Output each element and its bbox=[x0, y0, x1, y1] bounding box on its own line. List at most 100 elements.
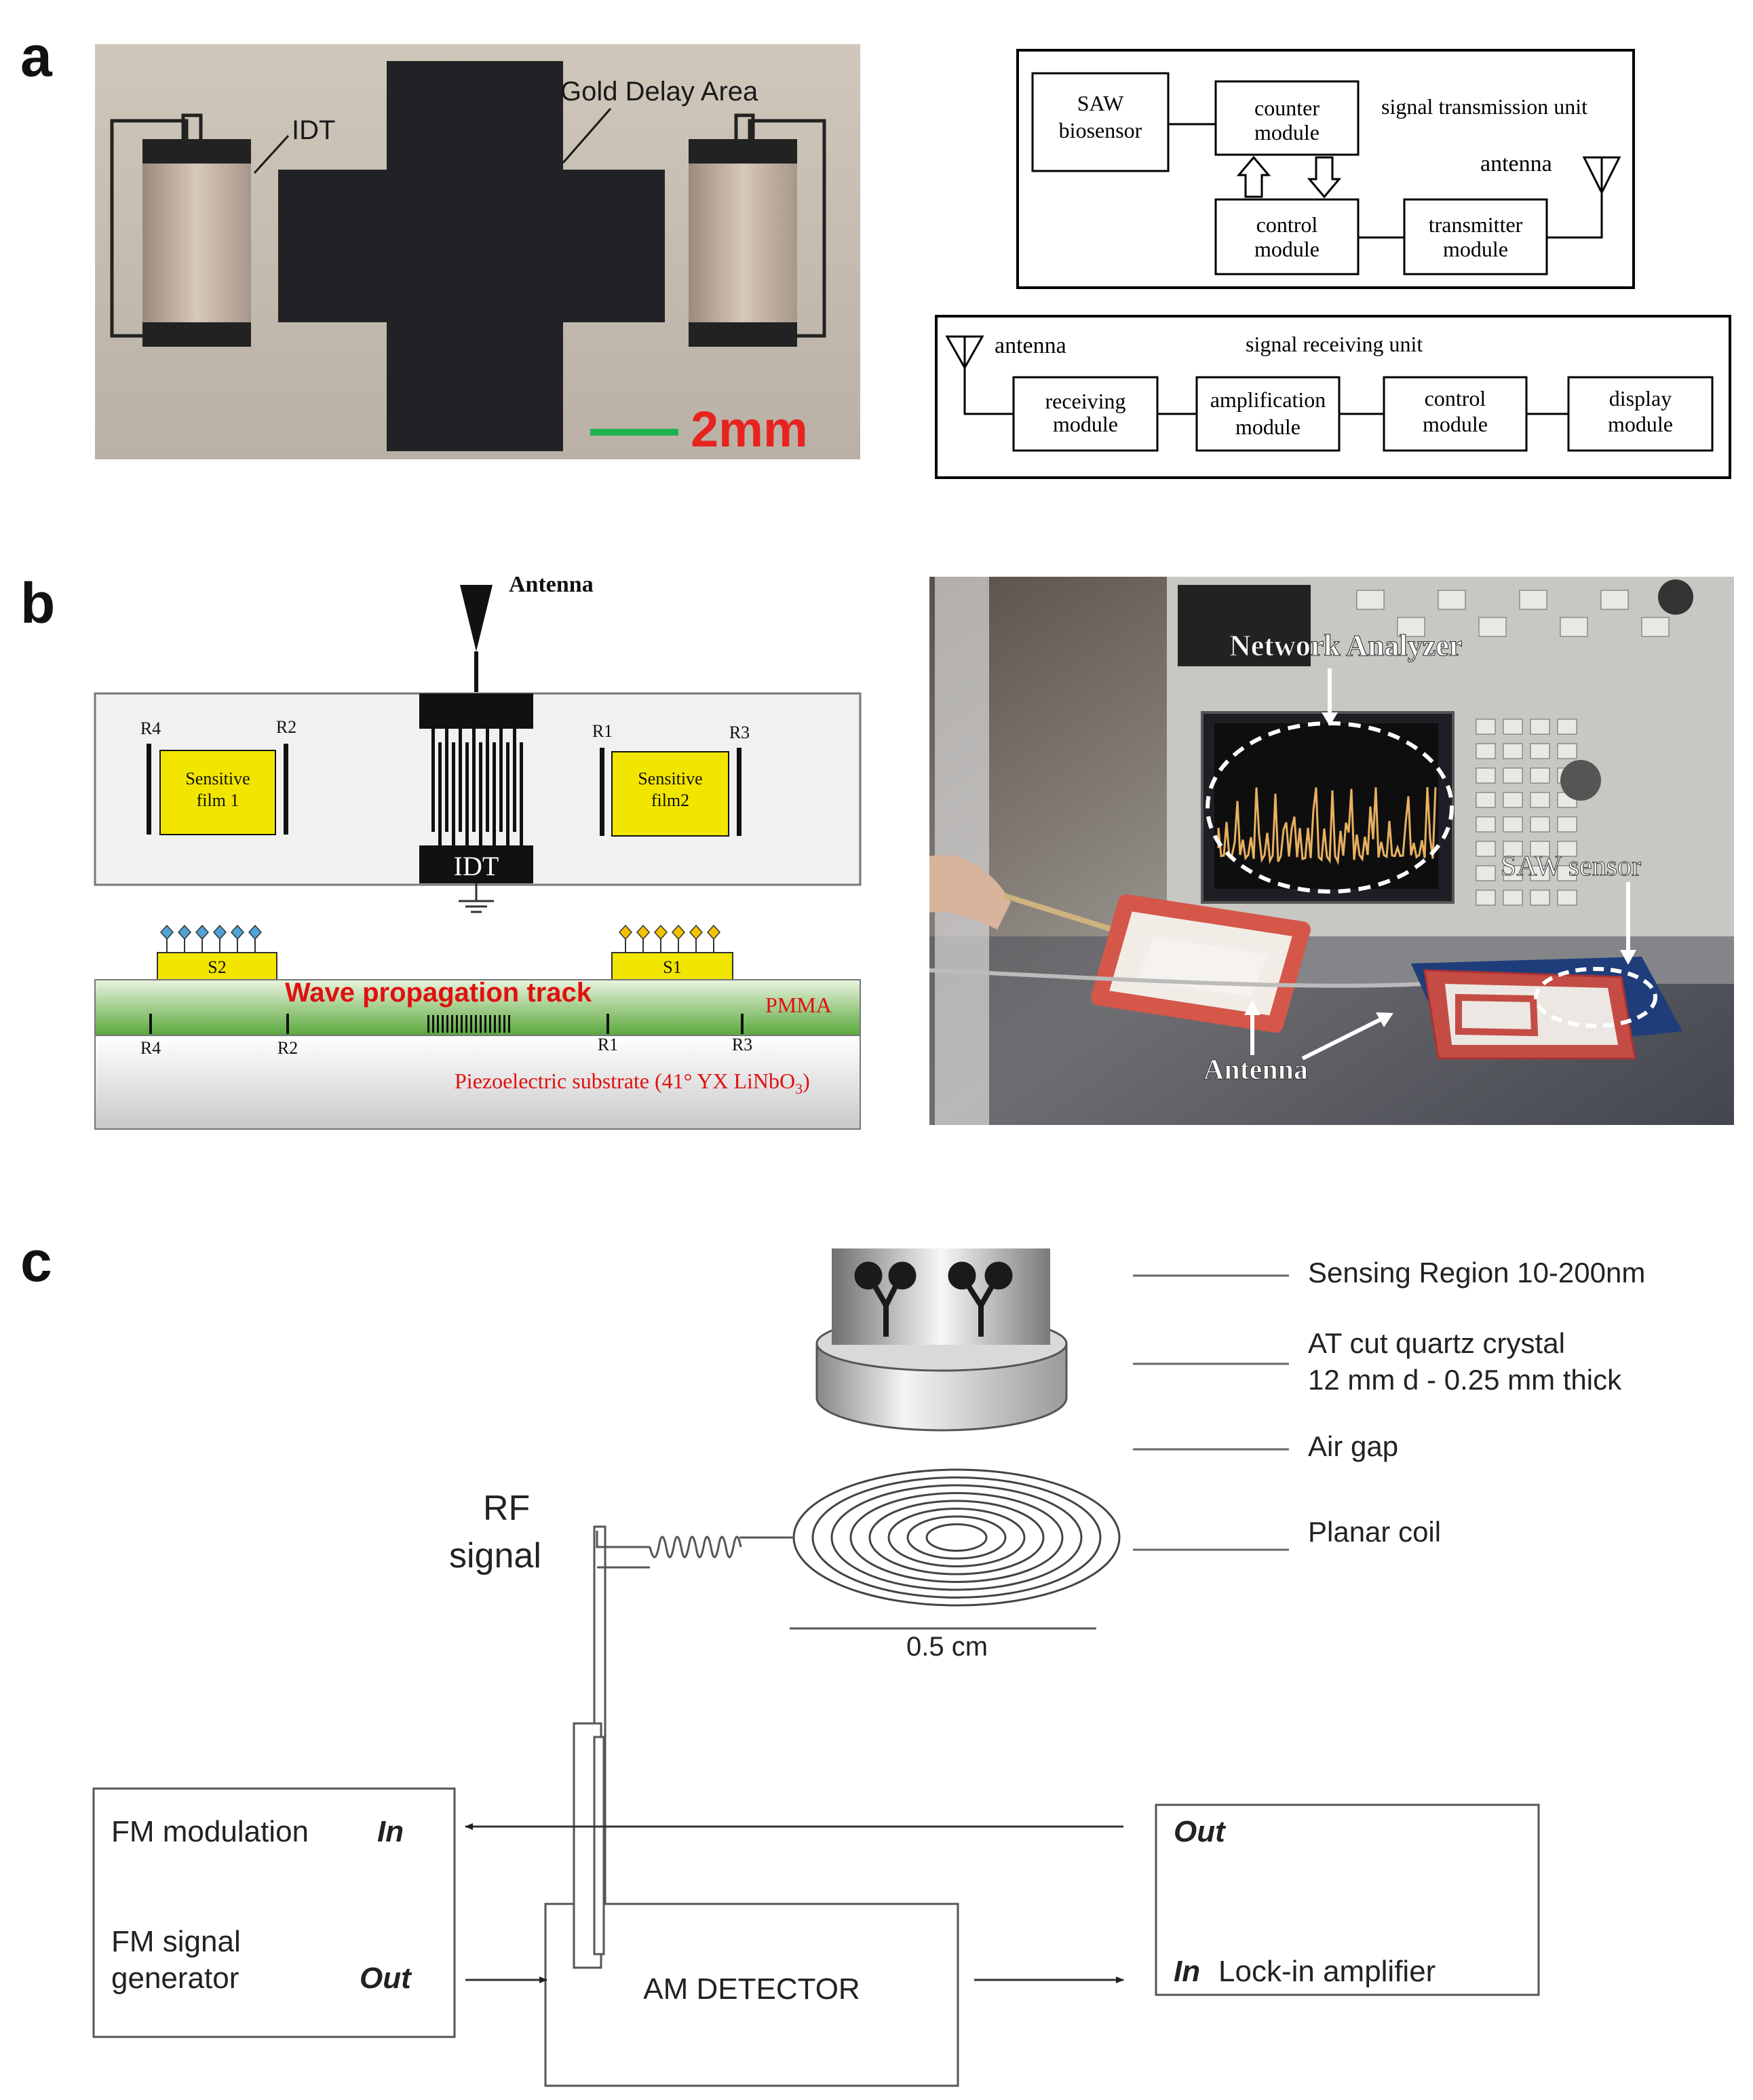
idt-cross-finger bbox=[480, 1015, 482, 1033]
amplification-module-box bbox=[1195, 376, 1341, 452]
analyzer-arrow-head bbox=[1322, 712, 1338, 726]
coil-turn bbox=[811, 1476, 1102, 1599]
antenna-board bbox=[1091, 894, 1311, 1033]
idt-pointer bbox=[253, 134, 290, 174]
saw-cross-section: S2 S1 Wave propagation track PMMA R4 R2 … bbox=[94, 924, 861, 1130]
idt-cross-finger bbox=[470, 1015, 472, 1033]
coil-turn bbox=[887, 1508, 1026, 1567]
top-r1-reflector bbox=[600, 748, 604, 836]
idt-finger bbox=[445, 729, 448, 832]
cs-r1-tick bbox=[606, 1014, 609, 1034]
top-r4-reflector bbox=[147, 744, 151, 835]
network-analyzer-label: Network Analyzer bbox=[1229, 629, 1462, 662]
s2-label: S2 bbox=[208, 957, 226, 977]
receptor-head bbox=[706, 924, 721, 940]
antenna-label: Antenna bbox=[509, 572, 594, 597]
idt-finger bbox=[486, 729, 489, 832]
analyzer-key bbox=[1530, 841, 1550, 857]
cs-r4-tick bbox=[149, 1014, 152, 1034]
gold-delay-label: Gold Delay Area bbox=[560, 77, 758, 107]
qcm-setup: 0.5 cm Sensing Region 10-200nm AT cut qu… bbox=[92, 1248, 1645, 2087]
counter-module-box bbox=[1214, 80, 1360, 156]
receiving-module-box bbox=[1012, 376, 1159, 452]
analyzer-key bbox=[1530, 816, 1550, 833]
analyzer-keypad bbox=[1356, 579, 1693, 906]
s2-pad bbox=[157, 952, 277, 980]
analyzer-knob bbox=[1560, 760, 1601, 801]
saw-top-view: Antenna IDT R4 Sensitive film 1 R2 R1 Se… bbox=[94, 572, 862, 913]
idt-cross-finger bbox=[508, 1015, 510, 1033]
idt-cross-fingers bbox=[427, 1015, 510, 1033]
receptor-head bbox=[636, 924, 651, 940]
am-detector-label: AM DETECTOR bbox=[643, 1972, 860, 2006]
antibody-stems bbox=[883, 1310, 984, 1337]
planar-coil bbox=[792, 1468, 1121, 1607]
saw-biosensor-line2: biosensor bbox=[1059, 118, 1142, 142]
analyzer-key bbox=[1557, 743, 1577, 759]
am-detector-box bbox=[544, 1903, 959, 2087]
receptor-head bbox=[230, 924, 245, 940]
analyzer-spectrum-trace bbox=[1217, 786, 1437, 866]
idt-finger bbox=[472, 729, 476, 832]
sensing-label: Sensing Region 10-200nm bbox=[1308, 1257, 1645, 1288]
receptor-head bbox=[212, 924, 227, 940]
coil-turn bbox=[906, 1515, 1007, 1560]
analyzer-key bbox=[1519, 590, 1547, 610]
lockin-amplifier-label: Lock-in amplifier bbox=[1218, 1955, 1436, 1988]
right-idt bbox=[689, 113, 826, 347]
receptor-head bbox=[159, 924, 174, 940]
idt-cross-finger bbox=[446, 1015, 448, 1033]
pmma-label: PMMA bbox=[765, 993, 832, 1017]
left-idt bbox=[110, 113, 251, 347]
analyzer-key bbox=[1503, 890, 1523, 906]
amplification-module-line1: amplification bbox=[1210, 387, 1326, 412]
cs-r3-label: R3 bbox=[732, 1035, 752, 1054]
sensing-region-base bbox=[832, 1310, 1050, 1345]
idt-cross-finger bbox=[489, 1015, 491, 1033]
cs-r4-label: R4 bbox=[140, 1038, 161, 1058]
probe-spring bbox=[649, 1535, 742, 1559]
sensitive-film-1 bbox=[159, 750, 276, 835]
idt-finger bbox=[513, 729, 516, 832]
idt-finger bbox=[465, 742, 469, 845]
receptor-head bbox=[653, 924, 668, 940]
film2-line2: film2 bbox=[651, 790, 689, 810]
analyzer-key bbox=[1503, 792, 1523, 808]
display-module-box bbox=[1567, 376, 1714, 452]
transmission-antenna-lead bbox=[1547, 157, 1603, 239]
idt-finger bbox=[431, 729, 435, 832]
photo-antenna-label: Antenna bbox=[1203, 1054, 1308, 1086]
receptor-head bbox=[248, 924, 263, 940]
idt-top-label: IDT bbox=[454, 851, 499, 881]
transmission-unit-title: signal transmission unit bbox=[1381, 94, 1587, 119]
top-r3-label: R3 bbox=[729, 723, 750, 742]
s1-pad bbox=[611, 952, 733, 980]
analyzer-key bbox=[1530, 767, 1550, 784]
analyzer-key bbox=[1503, 865, 1523, 881]
scale-label: 2mm bbox=[691, 401, 808, 457]
idt-cross-finger bbox=[475, 1015, 477, 1033]
analyzer-key bbox=[1557, 816, 1577, 833]
analyzer-key bbox=[1478, 617, 1507, 637]
airgap-label: Air gap bbox=[1308, 1430, 1398, 1462]
fm-generator-box bbox=[92, 1787, 456, 2038]
chip-photo: IDT Gold Delay Area 2mm bbox=[95, 44, 860, 459]
analyzer-key bbox=[1476, 816, 1496, 833]
control-module-box bbox=[1214, 198, 1360, 275]
coil-turn bbox=[925, 1523, 988, 1552]
coil-turn bbox=[849, 1492, 1064, 1583]
coil-scale-label: 0.5 cm bbox=[906, 1632, 988, 1662]
right-idt-bottom-bus bbox=[689, 322, 797, 347]
idt-label: IDT bbox=[292, 115, 335, 145]
antibody-icons bbox=[854, 1261, 1013, 1335]
idt-finger bbox=[506, 742, 509, 845]
idt-cross-finger bbox=[494, 1015, 496, 1033]
analyzer-key bbox=[1560, 617, 1588, 637]
idt-finger bbox=[452, 742, 455, 845]
right-idt-pad bbox=[734, 113, 755, 139]
control-module-line2: module bbox=[1254, 237, 1319, 261]
top-r2-reflector bbox=[284, 744, 288, 835]
fm-signal-line1: FM signal bbox=[111, 1925, 241, 1958]
analyzer-display-plot bbox=[1214, 723, 1438, 889]
receptor-head bbox=[671, 924, 686, 940]
